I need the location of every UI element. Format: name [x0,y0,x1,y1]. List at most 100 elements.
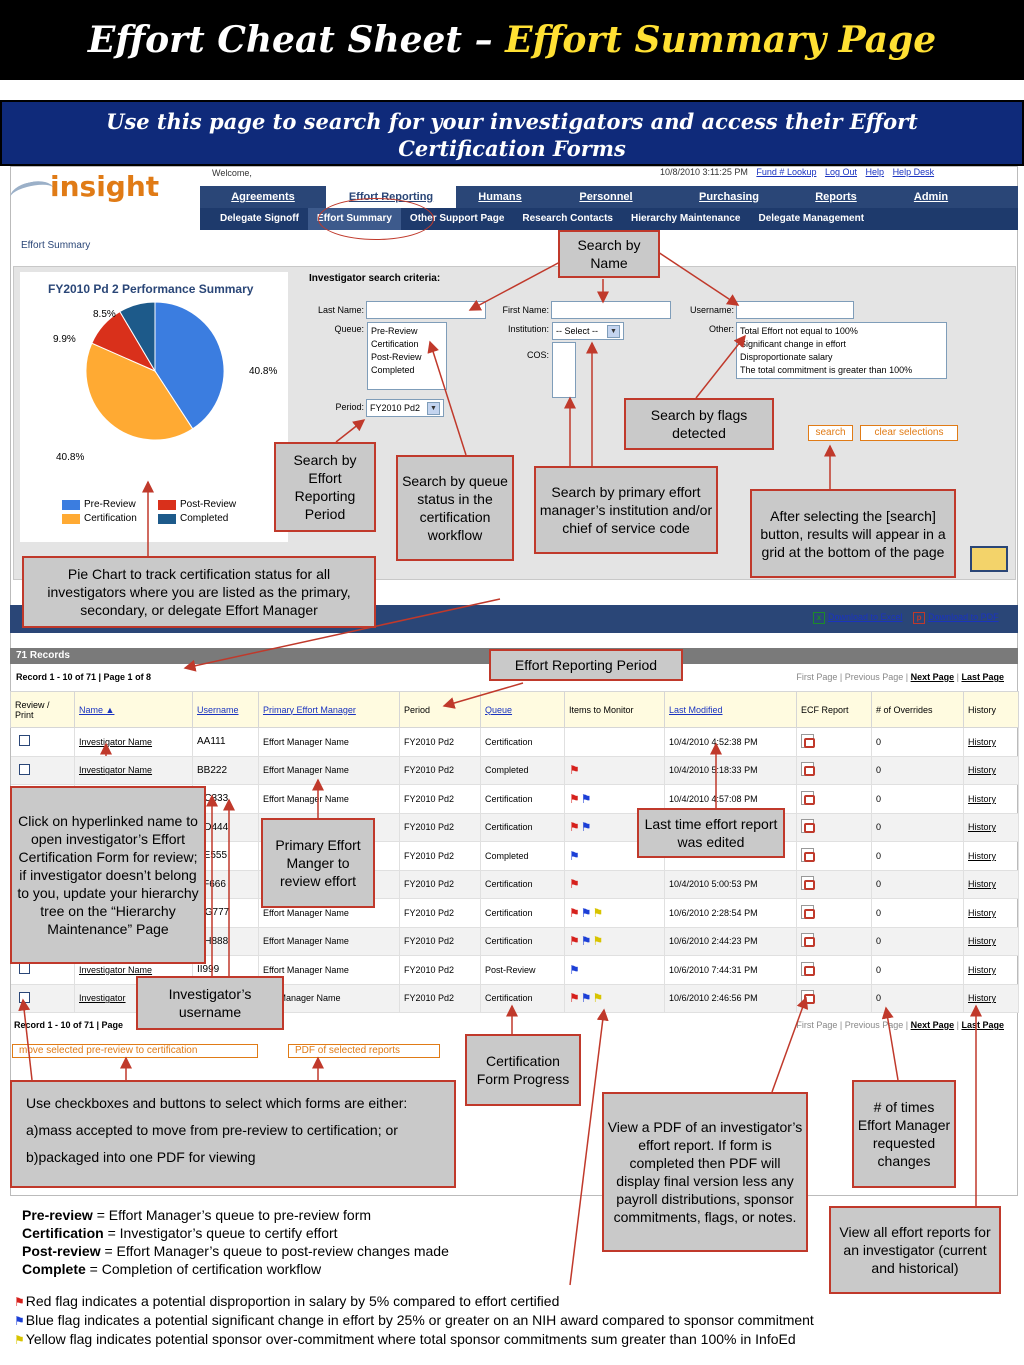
period-cell: FY2010 Pd2 [399,984,481,1013]
nav-agreements[interactable]: Agreements [231,191,295,203]
pdf-icon[interactable] [801,819,815,834]
review-checkbox[interactable] [10,727,75,757]
first-page-link-bottom[interactable]: First Page [796,1020,838,1030]
history-link[interactable]: History [963,784,1019,814]
subnav-research-contacts[interactable]: Research Contacts [522,213,613,224]
previous-page-link-bottom[interactable]: Previous Page [844,1020,904,1030]
ecf-report-cell[interactable] [796,870,872,899]
ecf-report-cell[interactable] [796,841,872,871]
history-link[interactable]: History [963,984,1019,1013]
pdf-icon[interactable] [801,790,815,805]
ecf-report-cell[interactable] [796,984,872,1013]
pdf-icon[interactable] [801,933,815,948]
fund-lookup-link[interactable]: Fund # Lookup [756,167,817,177]
logout-link[interactable]: Log Out [824,167,858,177]
username-input[interactable] [736,301,854,319]
nav-humans[interactable]: Humans [478,191,522,203]
history-link[interactable]: History [963,756,1019,785]
other-option-commitment[interactable]: The total commitment is greater than 100… [740,365,913,375]
subnav-other-support[interactable]: Other Support Page [409,213,505,224]
period-select[interactable]: FY2010 Pd2▼ [366,399,444,417]
move-to-certification-button[interactable]: move selected pre-review to certificatio… [12,1044,258,1058]
history-link[interactable]: History [963,898,1019,928]
nav-purchasing[interactable]: Purchasing [699,191,759,203]
checkbox[interactable] [18,763,30,775]
search-button[interactable]: search [808,425,853,441]
clear-selections-button[interactable]: clear selections [860,425,958,441]
col-last-modified[interactable]: Last Modified [664,691,797,728]
pdf-icon[interactable] [801,733,815,748]
pdf-icon[interactable] [801,847,815,862]
col-name[interactable]: Name ▲ [74,691,193,728]
checkbox[interactable] [18,963,30,975]
ecf-report-cell[interactable] [796,784,872,814]
first-name-input[interactable] [551,301,671,319]
investigator-name-link[interactable]: Investigator Name [74,727,193,757]
col-username[interactable]: Username [192,691,259,728]
pdf-icon[interactable] [801,990,815,1005]
checkbox[interactable] [18,991,30,1003]
envelope-icon[interactable] [970,546,1008,572]
subnav-delegate-signoff[interactable]: Delegate Signoff [220,213,299,224]
queue-option-completed[interactable]: Completed [371,365,415,375]
next-page-link[interactable]: Next Page [910,672,955,682]
download-excel-link[interactable]: Download to Excel [828,612,903,623]
next-page-link-bottom[interactable]: Next Page [910,1020,955,1030]
previous-page-link[interactable]: Previous Page [844,672,904,682]
nav-admin[interactable]: Admin [913,191,949,203]
ecf-report-cell[interactable] [796,727,872,757]
ecf-report-cell[interactable] [796,898,872,928]
col-primary-manager[interactable]: Primary Effort Manager [258,691,400,728]
history-link[interactable]: History [963,727,1019,757]
pdf-icon[interactable] [801,876,815,891]
last-page-link-bottom[interactable]: Last Page [961,1020,1004,1030]
last-name-input[interactable] [366,301,486,319]
ecf-report-cell[interactable] [796,927,872,956]
queue-option-post-review[interactable]: Post-Review [371,352,422,362]
ecf-report-cell[interactable] [796,955,872,985]
col-history: History [963,691,1019,728]
help-desk-link[interactable]: Help Desk [892,167,935,177]
other-option-effort[interactable]: Total Effort not equal to 100% [740,326,858,336]
queue-option-certification[interactable]: Certification [371,339,419,349]
flags-cell: ⚑ [564,756,665,785]
cos-listbox[interactable] [552,342,576,398]
ecf-report-cell[interactable] [796,813,872,842]
help-link[interactable]: Help [865,167,885,177]
other-option-change[interactable]: Significant change in effort [740,339,846,349]
callout-search-queue: Search by queue status in the certificat… [396,455,514,561]
overrides-cell: 0 [871,955,964,985]
col-name-label[interactable]: Name [79,704,104,715]
institution-select[interactable]: -- Select --▼ [552,322,624,340]
checkbox[interactable] [18,735,30,747]
pdf-selected-button[interactable]: PDF of selected reports [288,1044,440,1058]
yellow-flag-icon: ⚑ [592,934,604,949]
first-page-link[interactable]: First Page [796,672,838,682]
nav-reports[interactable]: Reports [815,191,857,203]
history-link[interactable]: History [963,955,1019,985]
col-queue[interactable]: Queue [480,691,565,728]
history-link[interactable]: History [963,927,1019,956]
pdf-icon[interactable] [801,762,815,777]
nav-personnel[interactable]: Personnel [579,191,633,203]
last-page-link[interactable]: Last Page [961,672,1004,682]
investigator-name-link[interactable]: Investigator Name [74,756,193,785]
ecf-report-cell[interactable] [796,756,872,785]
subnav-delegate-management[interactable]: Delegate Management [758,213,865,224]
download-pdf-link[interactable]: Download to PDF [928,612,999,623]
subnav-hierarchy-maintenance[interactable]: Hierarchy Maintenance [630,213,741,224]
other-option-salary[interactable]: Disproportionate salary [740,352,833,362]
review-checkbox[interactable] [10,756,75,785]
overrides-cell: 0 [871,813,964,842]
history-link[interactable]: History [963,813,1019,842]
history-link[interactable]: History [963,841,1019,871]
other-flags-listbox[interactable]: Total Effort not equal to 100% Significa… [736,322,947,379]
queue-option-pre-review[interactable]: Pre-Review [371,326,418,336]
overrides-cell: 0 [871,927,964,956]
pdf-icon[interactable] [801,961,815,976]
queue-listbox[interactable]: Pre-Review Certification Post-Review Com… [367,322,447,390]
review-checkbox[interactable] [10,984,75,1013]
pdf-icon[interactable] [801,904,815,919]
history-link[interactable]: History [963,870,1019,899]
